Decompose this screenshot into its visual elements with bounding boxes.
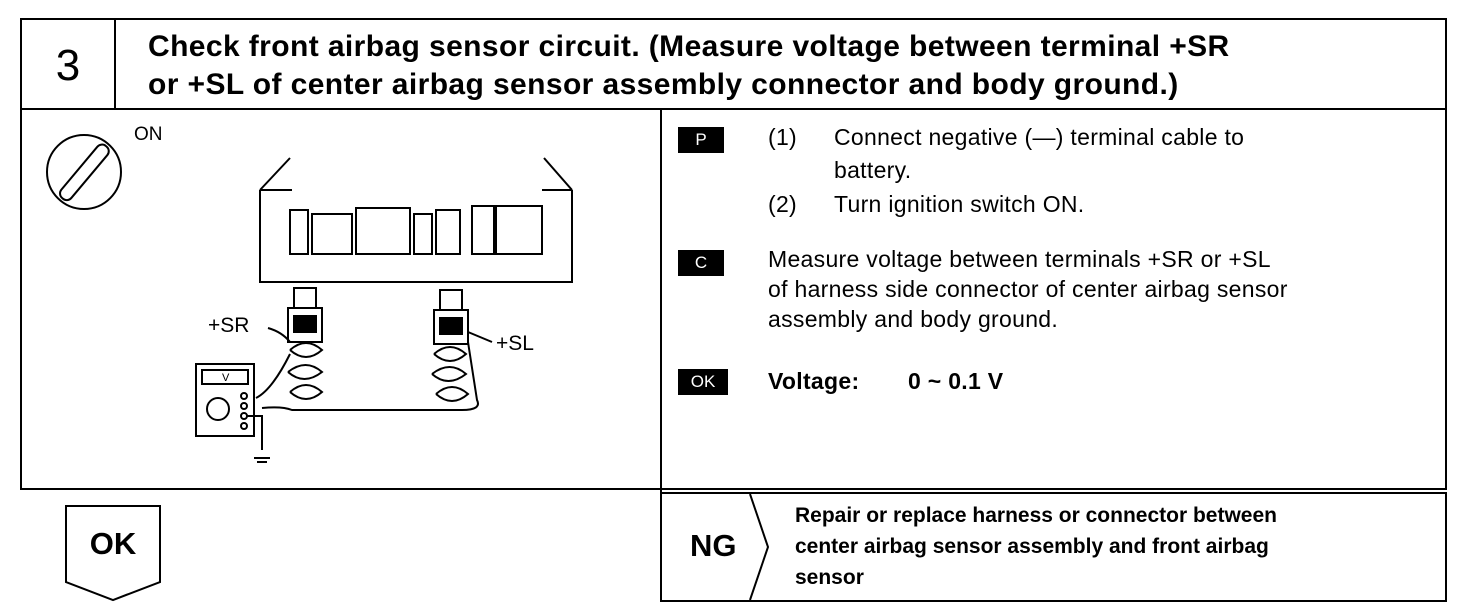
- voltmeter-label: V: [222, 372, 230, 384]
- connector-diagram: [255, 157, 573, 411]
- prep-step-1-text: Connect negative (—) terminal cable to: [834, 124, 1245, 150]
- step-title-line-2: or +SL of center airbag sensor assembly …: [148, 68, 1179, 101]
- prep-step-2-text: Turn ignition switch ON.: [834, 191, 1085, 217]
- ng-line-1: Repair or replace harness or connector b…: [795, 504, 1277, 527]
- header-divider: [20, 108, 1447, 110]
- wiring-diagram: ON +SR +SL: [46, 124, 573, 463]
- ok-badge-wrap: OK: [678, 369, 728, 395]
- ng-line-2: center airbag sensor assembly and front …: [795, 535, 1269, 558]
- ok-spec-value: 0 ~ 0.1 V: [908, 368, 1004, 394]
- check-badge: C: [678, 250, 724, 276]
- check-line-3: assembly and body ground.: [768, 306, 1059, 332]
- check-line-1: Measure voltage between terminals +SR or…: [768, 246, 1271, 272]
- sr-terminal-label: +SR: [208, 314, 249, 337]
- ok-spec-label: Voltage:: [768, 368, 860, 394]
- check-line-2: of harness side connector of center airb…: [768, 276, 1288, 302]
- prep-badge-wrap: P: [678, 127, 724, 153]
- ground-icon: [254, 457, 270, 463]
- check-instructions: Measure voltage between terminals +SR or…: [768, 244, 1440, 334]
- ok-result-label: OK: [89, 526, 137, 561]
- step-frame: [20, 18, 1447, 490]
- ok-result-tag: [65, 505, 161, 602]
- step-number-divider: [114, 18, 116, 110]
- ignition-key-icon: [46, 134, 122, 210]
- prep-step-1-text-cont: battery.: [834, 157, 912, 183]
- step-number: 3: [55, 41, 81, 90]
- voltmeter-icon: [195, 363, 263, 450]
- ng-line-3: sensor: [795, 566, 864, 589]
- column-divider: [660, 108, 662, 492]
- prep-step-1-num: (1): [768, 124, 798, 150]
- prep-badge: P: [678, 127, 724, 153]
- ng-result-box: [660, 492, 1447, 602]
- step-title-line-1: Check front airbag sensor circuit. (Meas…: [148, 30, 1230, 63]
- step-title: Check front airbag sensor circuit. (Meas…: [148, 28, 1438, 104]
- check-badge-wrap: C: [678, 250, 724, 276]
- prep-step-2-num: (2): [768, 191, 798, 217]
- ng-instructions: Repair or replace harness or connector b…: [795, 500, 1445, 593]
- sl-terminal-label: +SL: [496, 332, 534, 355]
- ok-badge: OK: [678, 369, 728, 395]
- ignition-on-label: ON: [134, 124, 163, 145]
- ng-result-label: NG: [690, 528, 737, 563]
- ng-divider-arrow: [749, 494, 770, 600]
